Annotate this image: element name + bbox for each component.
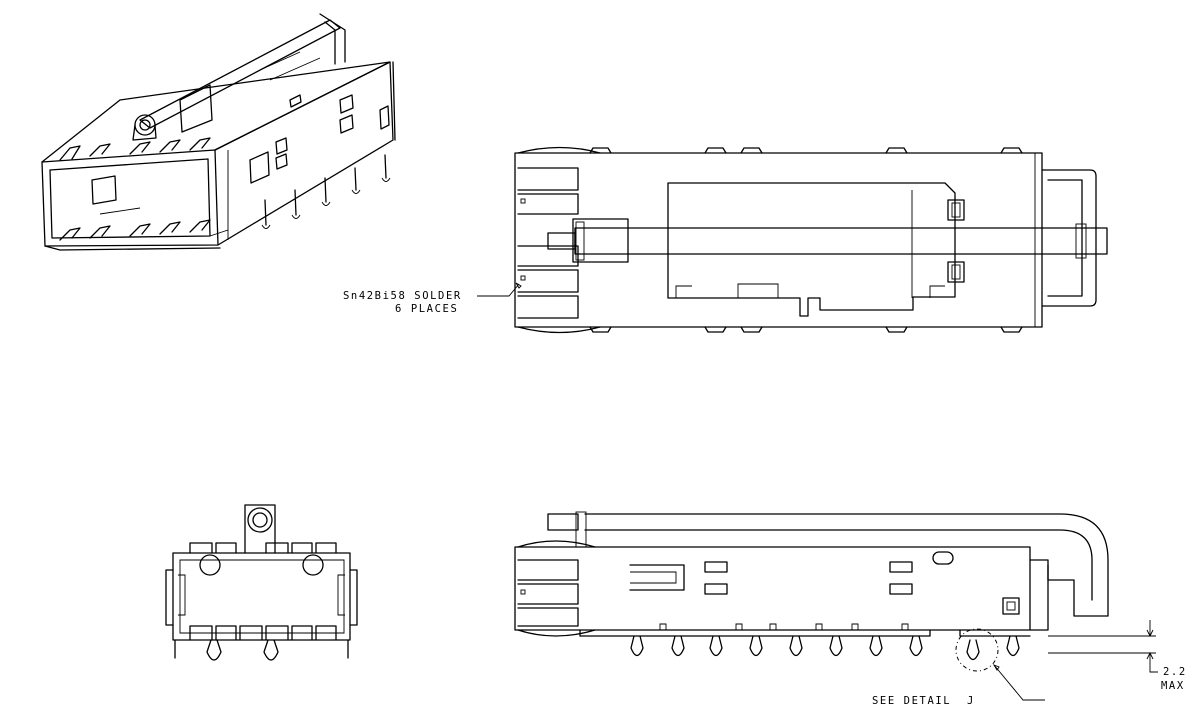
solder-callout-line1: Sn42Bi58 SOLDER xyxy=(343,290,462,302)
dimension-value: 2.2 xyxy=(1163,666,1187,678)
side-view xyxy=(514,511,1158,701)
end-view xyxy=(165,504,358,661)
dimension-max-label: MAX xyxy=(1161,680,1185,692)
isometric-view xyxy=(41,13,396,251)
top-view xyxy=(477,146,1108,334)
see-detail-callout: SEE DETAIL J xyxy=(872,695,975,707)
solder-callout-line2: 6 PLACES xyxy=(395,303,459,315)
